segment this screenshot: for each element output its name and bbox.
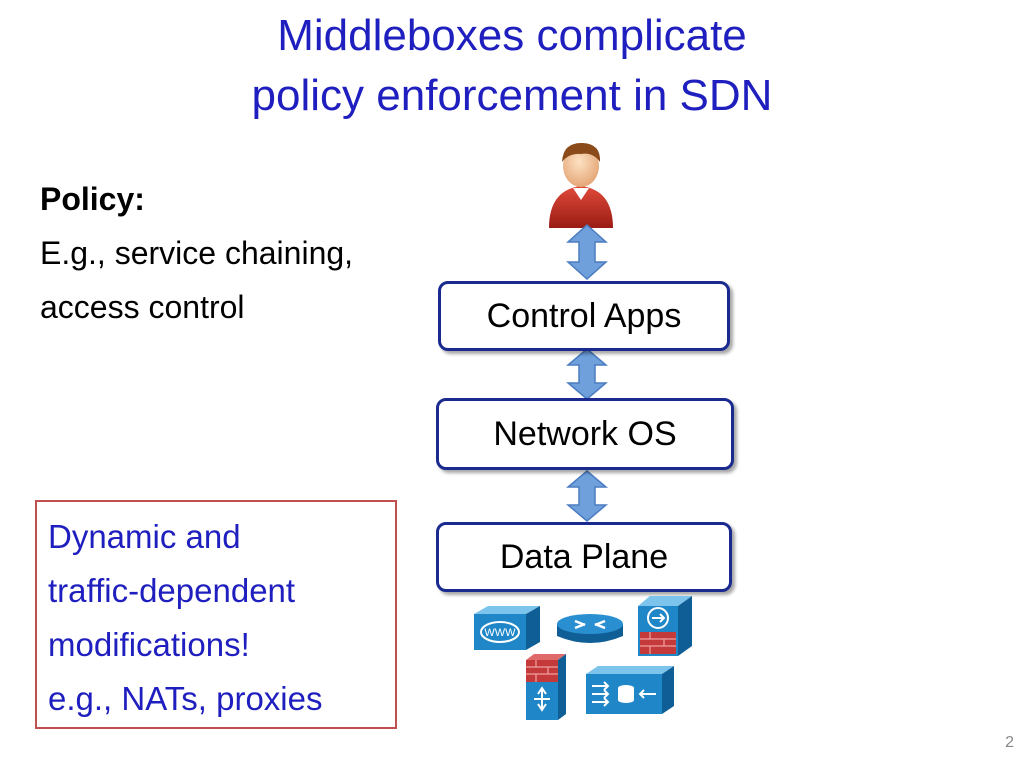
policy-text: Policy: E.g., service chaining, access c… bbox=[40, 172, 353, 334]
firewall-icon bbox=[526, 654, 566, 720]
load-balancer-icon bbox=[638, 596, 692, 656]
dynamic-modifications-note: Dynamic and traffic-dependent modificati… bbox=[35, 500, 397, 729]
note-line-3: modifications! bbox=[48, 626, 250, 663]
svg-text:WWW: WWW bbox=[484, 627, 516, 639]
title-line-2: policy enforcement in SDN bbox=[251, 71, 773, 120]
control-apps-box: Control Apps bbox=[438, 281, 730, 351]
data-plane-box: Data Plane bbox=[436, 522, 732, 592]
policy-heading: Policy: bbox=[40, 181, 145, 217]
policy-line-1: E.g., service chaining, bbox=[40, 235, 354, 271]
policy-line-2: access control bbox=[40, 289, 245, 325]
user-icon bbox=[549, 142, 613, 228]
arrow-os-dataplane bbox=[566, 470, 608, 522]
storage-icon bbox=[586, 666, 674, 714]
note-line-2: traffic-dependent bbox=[48, 572, 296, 609]
arrow-user-apps bbox=[566, 224, 608, 280]
note-line-1: Dynamic and bbox=[48, 518, 241, 555]
note-line-4: e.g., NATs, proxies bbox=[48, 680, 323, 717]
www-server-icon: WWW bbox=[474, 606, 540, 650]
page-number: 2 bbox=[1005, 734, 1014, 751]
title-line-1: Middleboxes complicate bbox=[277, 11, 747, 60]
router-icon bbox=[557, 614, 623, 643]
slide-title: Middleboxes complicate policy enforcemen… bbox=[0, 6, 1024, 126]
network-os-box: Network OS bbox=[436, 398, 734, 470]
arrow-apps-os bbox=[566, 348, 608, 400]
